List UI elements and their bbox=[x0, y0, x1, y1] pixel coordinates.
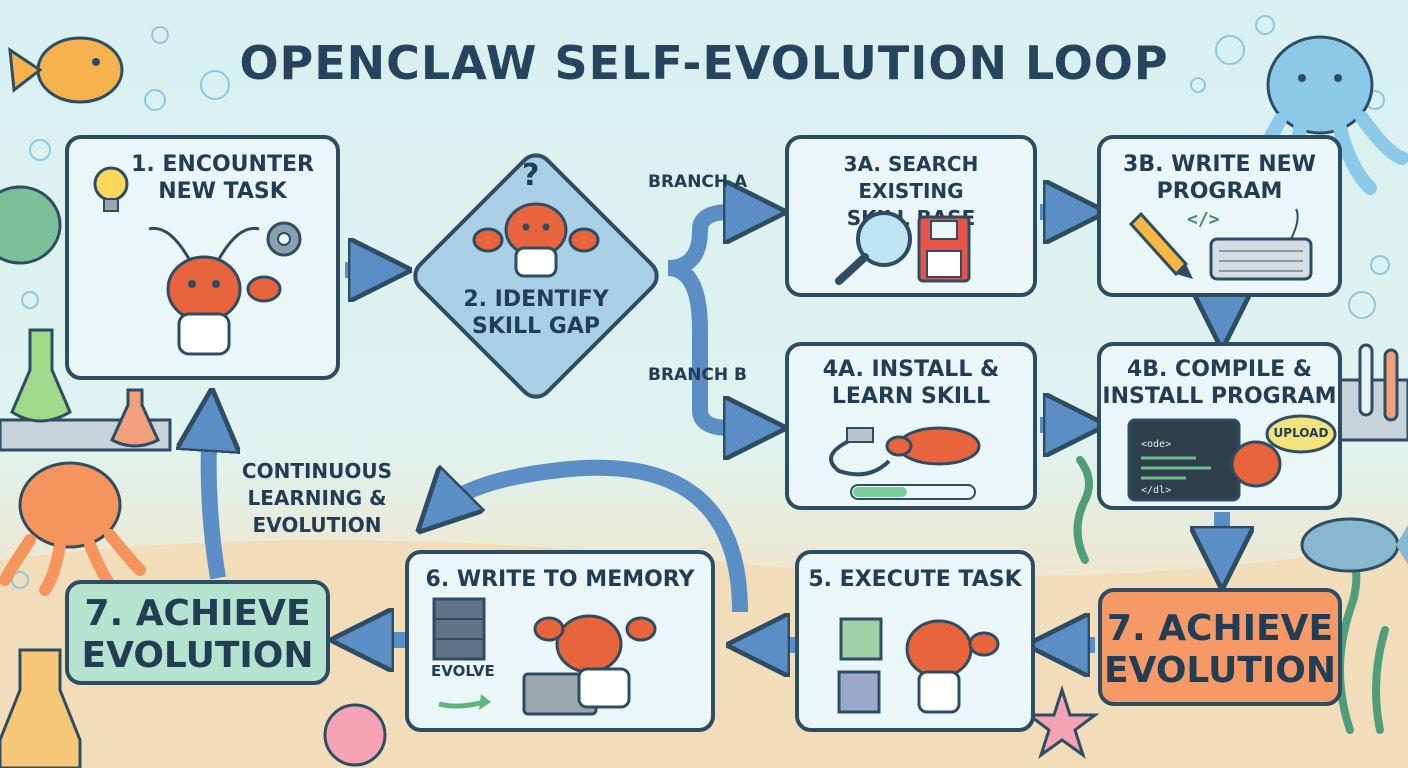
magnifier-icon bbox=[835, 211, 912, 285]
lobster-scientist-icon bbox=[472, 202, 600, 278]
step-compile-install-label: 4B. COMPILE & INSTALL PROGRAM bbox=[1102, 357, 1337, 409]
step-install-learn-art bbox=[829, 426, 981, 500]
step-search-skill-base: 3A. SEARCH EXISTING SKILL BASE bbox=[785, 135, 1037, 297]
arrow-branch-b bbox=[667, 260, 755, 428]
flask-icon bbox=[0, 648, 82, 768]
fish-icon bbox=[8, 36, 124, 104]
step-encounter-label: 1. ENCOUNTER NEW TASK bbox=[131, 152, 314, 204]
step-identify-label: 2. IDENTIFY SKILL GAP bbox=[463, 287, 609, 339]
gear-icon bbox=[266, 221, 302, 257]
step-install-learn-skill: 4A. INSTALL & LEARN SKILL bbox=[785, 342, 1037, 510]
diagram-title: OPENCLAW SELF-EVOLUTION LOOP bbox=[239, 36, 1169, 90]
arrow-memory-loop bbox=[440, 459, 748, 613]
upload-badge: UPLOAD bbox=[1273, 426, 1329, 440]
arrow-branch-a bbox=[667, 212, 755, 276]
test-tubes-icon bbox=[1338, 343, 1408, 442]
step-achieve-evolution-left: 7. ACHIEVE EVOLUTION bbox=[65, 580, 330, 685]
step-write-program-art bbox=[1128, 208, 1313, 281]
cube-icon bbox=[837, 617, 883, 714]
step-execute-task: 5. EXECUTE TASK bbox=[795, 550, 1035, 732]
step-write-new-program: 3B. WRITE NEW PROGRAM </> bbox=[1097, 135, 1342, 297]
cable-icon bbox=[829, 427, 891, 477]
code-icon: </> bbox=[1187, 209, 1220, 230]
continuous-learning-note: CONTINUOUS LEARNING & EVOLUTION bbox=[241, 459, 393, 537]
step-identify-skill-gap bbox=[413, 153, 659, 399]
pencil-icon bbox=[1128, 211, 1193, 279]
fish-icon bbox=[1300, 517, 1408, 573]
frog-icon bbox=[0, 185, 62, 265]
question-mark-icon: ? bbox=[522, 158, 540, 193]
step-encounter-art bbox=[93, 166, 302, 356]
branch-b-label: BRANCH B bbox=[648, 365, 748, 385]
lobster-scientist-icon bbox=[533, 614, 657, 709]
step-execute-art bbox=[837, 617, 1000, 714]
floppy-disk-icon bbox=[917, 215, 971, 283]
database-icon bbox=[432, 597, 486, 661]
octopus-icon bbox=[0, 461, 146, 596]
step-write-memory-label: 6. WRITE TO MEMORY bbox=[425, 567, 695, 592]
starfish-icon bbox=[1024, 685, 1100, 759]
step-search-art bbox=[835, 211, 971, 285]
lobster-icon bbox=[885, 426, 981, 466]
arrow-right-icon bbox=[438, 694, 491, 710]
step-encounter-new-task: 1. ENCOUNTER NEW TASK bbox=[65, 135, 340, 380]
arrow-7-to-1 bbox=[209, 420, 218, 580]
step-achieve-evolution-right: 7. ACHIEVE EVOLUTION bbox=[1098, 588, 1342, 706]
step-write-program-label: 3B. WRITE NEW PROGRAM bbox=[1123, 152, 1316, 204]
progress-bar-icon bbox=[850, 484, 976, 500]
achieve-left-label: 7. ACHIEVE EVOLUTION bbox=[81, 593, 314, 676]
code-line-open: <ode> bbox=[1141, 439, 1172, 450]
step-write-to-memory: 6. WRITE TO MEMORY EVOLVE bbox=[405, 550, 715, 732]
step-compile-install-art bbox=[1127, 414, 1337, 502]
code-line-close: </dl> bbox=[1141, 485, 1172, 496]
step-compile-install-program: 4B. COMPILE & INSTALL PROGRAM <ode> </dl… bbox=[1097, 342, 1342, 510]
lobster-scientist-icon bbox=[148, 226, 282, 356]
evolve-label: EVOLVE bbox=[431, 662, 495, 680]
step-install-learn-label: 4A. INSTALL & LEARN SKILL bbox=[822, 357, 1000, 409]
bubbles bbox=[11, 15, 1390, 589]
step-execute-label: 5. EXECUTE TASK bbox=[808, 567, 1022, 592]
branch-a-label: BRANCH A bbox=[648, 172, 748, 192]
jellyfish-icon bbox=[323, 703, 387, 767]
lightbulb-icon bbox=[93, 166, 129, 212]
lobster-icon bbox=[1230, 440, 1282, 488]
speech-bubble-icon bbox=[1265, 414, 1337, 454]
flask-icon bbox=[0, 328, 172, 452]
achieve-right-label: 7. ACHIEVE EVOLUTION bbox=[1104, 608, 1336, 691]
step-write-memory-art bbox=[432, 597, 657, 716]
lobster-scientist-icon bbox=[905, 619, 1000, 714]
keyboard-icon bbox=[1209, 208, 1313, 281]
